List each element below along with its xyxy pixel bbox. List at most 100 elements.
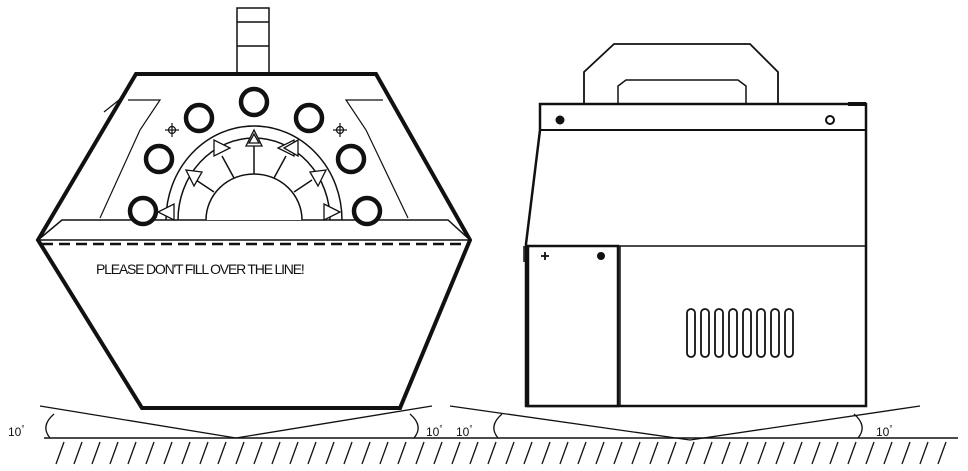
hatch-line [163,441,173,465]
angle-label: 10° [426,424,443,439]
hatch-line [541,441,551,465]
angle-label: 10° [8,424,25,439]
hatch-line [595,441,605,465]
hatch-line [433,441,443,465]
bubble-ring [293,102,325,134]
inner-panel [99,95,409,219]
side-view [523,43,868,408]
arrow-icon [213,138,232,158]
hatch-line [793,441,803,465]
arrow-icon [282,138,299,158]
bubble-ring [351,195,383,227]
screw-icon [825,115,835,125]
hatch-line [73,441,83,465]
hatch-line [361,441,371,465]
top-nozzle [236,7,270,75]
hatch-line [343,441,353,465]
hatch-line [649,441,659,465]
hatch-line [775,441,785,465]
fill-warning-text: PLEASE DON'T FILL OVER THE LINE! [96,261,304,277]
vent-slot [728,308,738,358]
hatch-line [91,441,101,465]
fan-blade-markers [156,128,342,222]
hatch-line [127,441,137,465]
hatch-line [325,441,335,465]
hatch-line [883,441,893,465]
hatch-line [469,441,479,465]
hatch-line [865,441,875,465]
hatch-line [505,441,515,465]
tilt-angle-labels: 10° 10° 10° 10° [8,424,893,439]
hatch-line [199,441,209,465]
hatch-line [703,441,713,465]
hatch-line [613,441,623,465]
hatch-line [829,441,839,465]
hatch-line [919,441,929,465]
hatch-line [397,441,407,465]
hatch-line [55,441,65,465]
hatch-line [721,441,731,465]
screw-icon [555,115,565,125]
hatch-line [811,441,821,465]
bubble-ring [143,143,175,175]
hatch-line [235,441,245,465]
angle-arc [493,413,503,439]
angle-arc [853,413,863,439]
side-door [526,244,620,408]
hatch-line [289,441,299,465]
arrow-icon [308,169,328,188]
bubble-ring [238,86,270,118]
hatch-line [487,441,497,465]
hatch-line [739,441,749,465]
tray-shelf [35,219,472,241]
arrow-icon [156,202,175,222]
hatch-line [901,441,911,465]
vent-slot [784,308,794,358]
hatch-line [523,441,533,465]
vent-slot [770,308,780,358]
arrow-icon [323,202,342,222]
vent-slot [700,308,710,358]
hatch-line [451,441,461,465]
hatch-line [685,441,695,465]
vent-slot [686,308,696,358]
bubble-ring [335,143,367,175]
hatch-line [667,441,677,465]
vent-slot [714,308,724,358]
arrow-icon [184,169,204,188]
hatch-line [847,441,857,465]
screw-markers [165,123,347,137]
hatch-line [937,441,947,465]
hatch-line [181,441,191,465]
hatch-line [631,441,641,465]
hatch-line [307,441,317,465]
vent-slot [742,308,752,358]
angle-arc [409,413,419,439]
hatch-line [145,441,155,465]
hatch-line [217,441,227,465]
hatch-line [415,441,425,465]
screw-icon [597,252,605,260]
angle-label: 10° [456,424,473,439]
hatch-line [253,441,263,465]
hatch-line [757,441,767,465]
hatch-line [109,441,119,465]
bubble-ring [127,195,159,227]
bubble-ring-set [127,86,383,227]
arrow-icon [247,132,261,144]
angle-label: 10° [876,424,893,439]
ground-guides [39,405,958,465]
angle-arc [45,413,55,439]
front-view: PLEASE DON'T FILL OVER THE LINE! [35,7,473,410]
hatch-line [577,441,587,465]
ground-hatching [55,441,947,465]
hatch-line [271,441,281,465]
carry-handle [583,43,779,104]
vent-grille [686,308,794,358]
hatch-line [379,441,389,465]
bubble-ring [183,102,215,134]
plus-icon [541,252,549,260]
vent-slot [756,308,766,358]
hexagon-body [35,72,473,410]
